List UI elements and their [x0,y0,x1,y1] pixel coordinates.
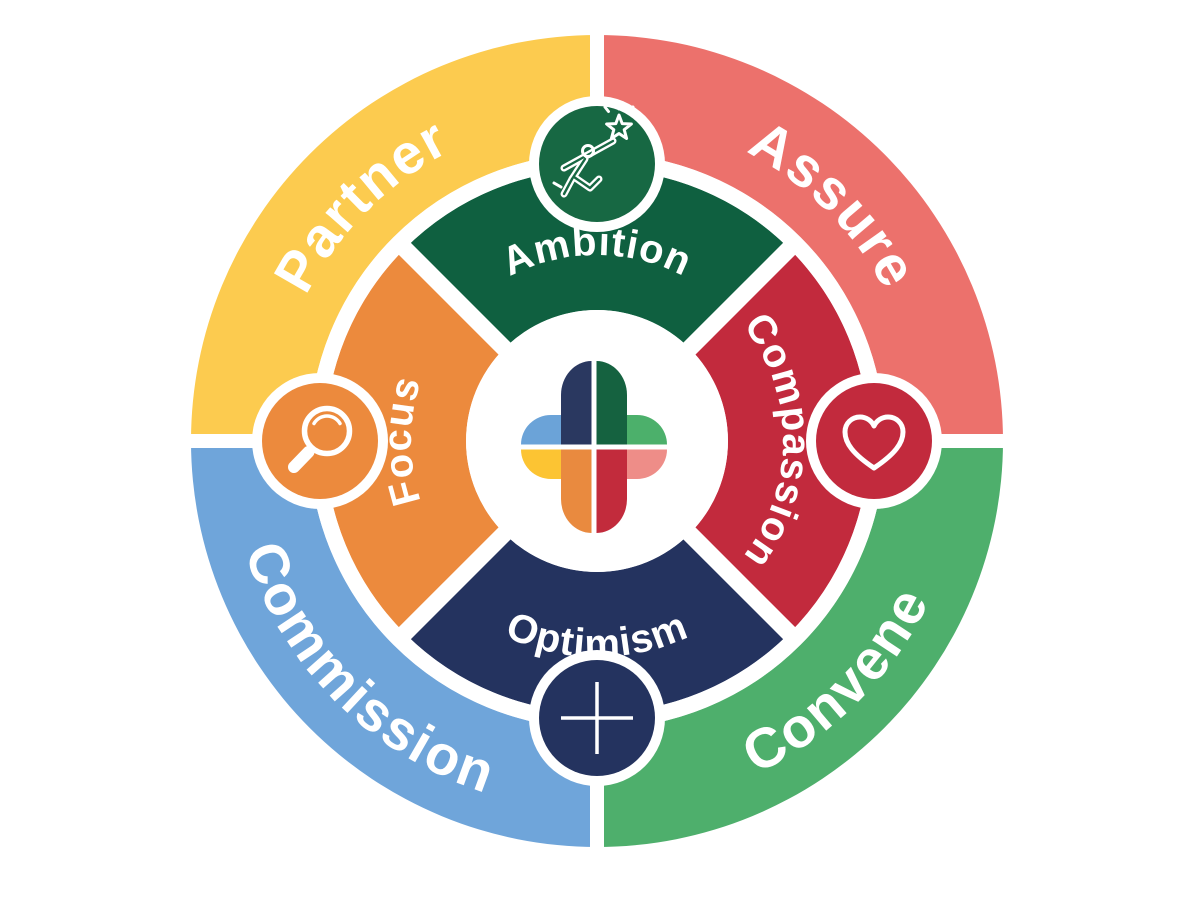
outer-sector-partner [191,35,597,441]
logo-segment-salmon [627,449,667,479]
heart-icon [842,414,906,471]
plus-icon [561,682,633,754]
inner-wedge-compassion [689,248,869,634]
outer-sector-commission [191,441,597,847]
logo-segment-navy [561,361,592,445]
focus-badge [262,383,378,499]
logo-segment-crimson [596,449,627,533]
logo-segment-orange [561,449,592,533]
logo-segment-green [627,415,667,445]
outer-sector-convene [597,441,1003,847]
logo-segment-lightblue [521,415,561,445]
organisation-logo [521,361,667,533]
magnifier-icon [288,405,353,473]
compassion-badge [816,383,932,499]
inner-wedge-focus [325,248,505,634]
logo-segment-yellow [521,449,561,479]
ambition-badge [539,102,655,222]
optimism-badge [539,660,655,776]
inner-wedge-optimism [404,533,790,713]
inner-label-focus: Focus [376,371,429,510]
inner-wedge-ambition [404,169,790,349]
outer-sector-assure [597,35,1003,441]
logo-segment-darkgreen [596,361,627,445]
reaching-star-icon [552,102,635,198]
